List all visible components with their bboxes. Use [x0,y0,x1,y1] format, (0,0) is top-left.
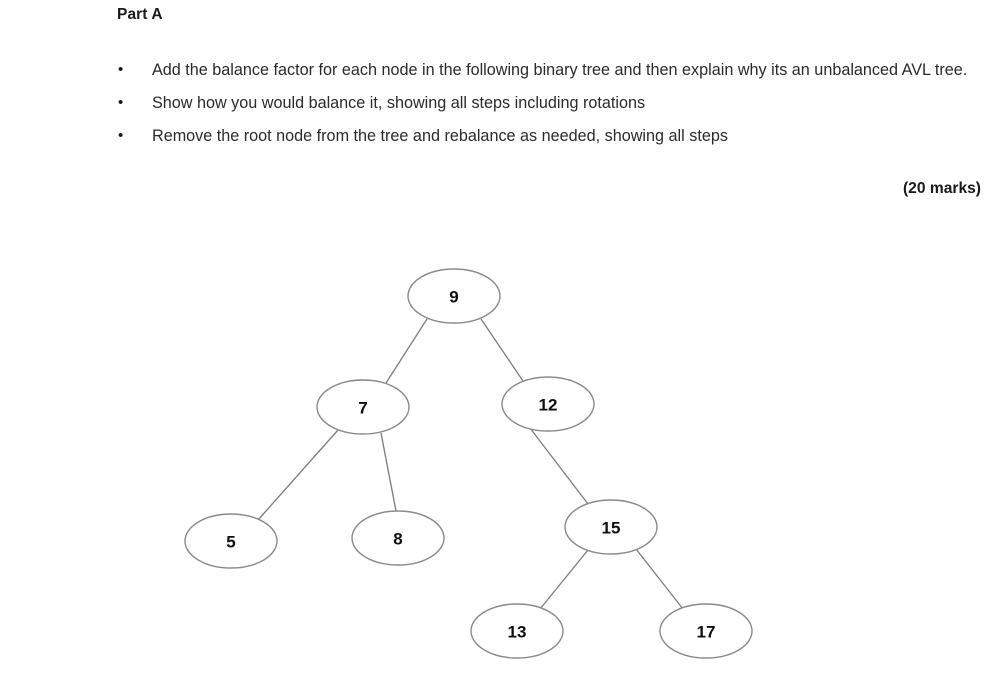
tree-node-layer: 9 7 12 5 8 15 13 17 [184,268,753,659]
tree-node-5: 5 [184,513,278,569]
tree-node-label-7: 7 [358,399,367,418]
tree-node-8: 8 [351,510,445,566]
page-title: Part A [117,6,163,23]
instruction-bullet-list: • Add the balance factor for each node i… [117,56,987,155]
tree-node-shape-7 [316,379,410,435]
tree-edge-layer [257,318,684,610]
tree-node-12: 12 [501,376,595,432]
tree-node-9: 9 [407,268,501,324]
tree-edge-n7-n8 [380,432,397,512]
tree-svg-canvas: 9 7 12 5 8 15 13 17 [184,268,753,659]
bullet-icon: • [118,127,124,144]
tree-node-label-17: 17 [697,623,716,642]
tree-node-shape-8 [351,510,445,566]
tree-node-label-5: 5 [226,533,235,552]
tree-node-label-9: 9 [449,288,458,307]
bullet-icon: • [118,61,124,78]
list-item-text: Add the balance factor for each node in … [152,61,968,79]
tree-edge-n9-n7 [385,318,428,384]
tree-node-label-8: 8 [393,530,402,549]
tree-node-label-13: 13 [508,623,527,642]
marks-annotation: (20 marks) [902,180,981,197]
tree-edge-n9-n12 [480,318,524,382]
binary-tree-diagram: 9 7 12 5 8 15 13 17 [0,240,1000,674]
tree-edge-n7-n5 [257,429,339,521]
tree-node-label-15: 15 [602,519,621,538]
tree-node-shape-12 [501,376,595,432]
tree-node-13: 13 [470,603,564,659]
tree-node-shape-13 [470,603,564,659]
tree-node-15: 15 [564,499,658,555]
tree-node-shape-15 [564,499,658,555]
list-item: • Show how you would balance it, showing… [117,89,987,117]
tree-node-shape-5 [184,513,278,569]
list-item-text: Remove the root node from the tree and r… [152,127,728,145]
tree-node-label-12: 12 [539,396,558,415]
list-item: • Remove the root node from the tree and… [117,122,987,150]
tree-node-shape-17 [659,603,753,659]
tree-edge-n12-n15 [529,427,589,505]
bullet-icon: • [118,94,124,111]
tree-edge-n15-n13 [539,549,589,610]
list-item-text: Show how you would balance it, showing a… [152,94,646,112]
tree-node-shape-9 [407,268,501,324]
tree-node-17: 17 [659,603,753,659]
tree-node-7: 7 [316,379,410,435]
list-item: • Add the balance factor for each node i… [117,56,987,84]
tree-edge-n15-n17 [635,548,684,610]
